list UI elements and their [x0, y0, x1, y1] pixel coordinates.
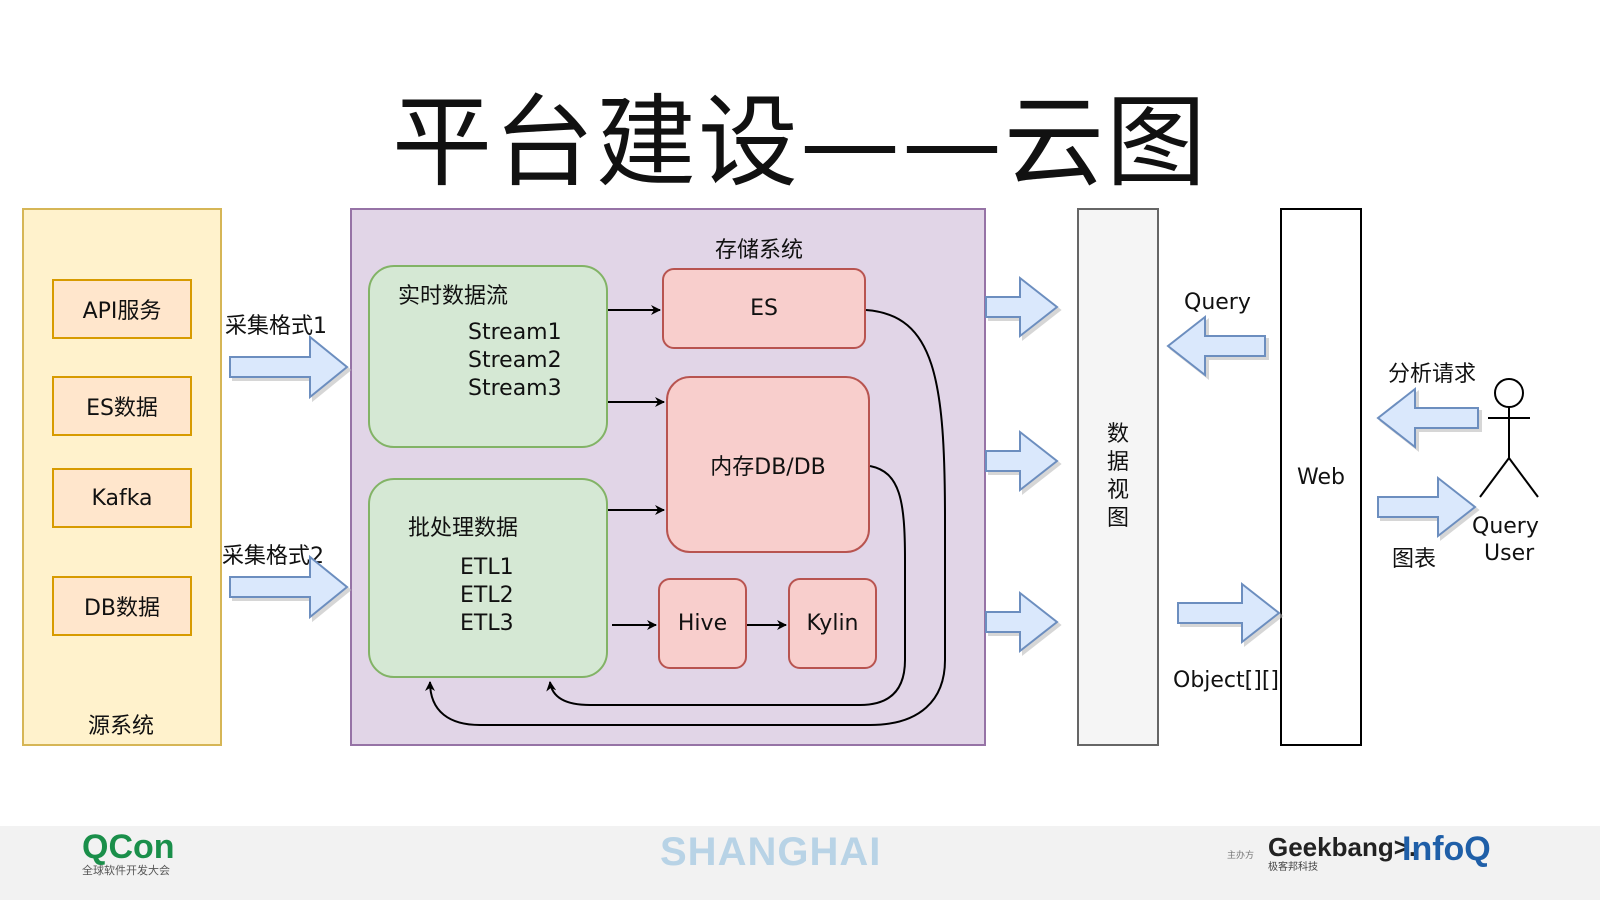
infoq-logo: InfoQ — [1402, 830, 1491, 868]
object-label: Object[][] — [1173, 668, 1279, 693]
hive-box: Hive — [658, 578, 747, 669]
memory-db-box: 内存DB/DB — [666, 376, 870, 553]
kylin-box: Kylin — [788, 578, 877, 669]
query-arrow — [1166, 314, 1266, 378]
storage-to-view-arrow-1 — [985, 275, 1059, 339]
batch-data-box — [368, 478, 608, 678]
geekbang-logo: Geekbang>. — [1268, 832, 1417, 862]
source-item-api: API服务 — [52, 279, 192, 339]
data-view-char-4: 图 — [1106, 506, 1129, 531]
realtime-stream-2: Stream2 — [468, 348, 562, 373]
geekbang-subtitle: 极客邦科技 — [1268, 862, 1318, 873]
charts-arrow — [1377, 475, 1477, 539]
collect-arrow-2 — [229, 554, 349, 620]
data-view-char-2: 据 — [1106, 450, 1129, 475]
user-label: User — [1484, 541, 1535, 566]
realtime-stream-3: Stream3 — [468, 376, 562, 401]
page-title: 平台建设——云图 — [392, 84, 1208, 201]
memdb-feedback-connector — [546, 465, 906, 706]
es-box: ES — [662, 268, 866, 349]
data-view-char-3: 视 — [1106, 478, 1129, 503]
source-item-es: ES数据 — [52, 376, 192, 436]
user-query-label: Query — [1472, 514, 1539, 539]
qcon-logo: QCon — [82, 828, 175, 866]
web-column: Web — [1280, 208, 1362, 746]
analysis-request-arrow — [1376, 386, 1479, 450]
source-system-caption: 源系统 — [88, 714, 155, 739]
collect-format-2-label: 采集格式2 — [222, 544, 324, 569]
source-item-db: DB数据 — [52, 576, 192, 636]
user-stick-figure — [1479, 378, 1539, 498]
batch-etl-1: ETL1 — [460, 555, 514, 580]
storage-system-caption: 存储系统 — [715, 238, 804, 263]
realtime-stream-box — [368, 265, 608, 448]
analysis-request-label: 分析请求 — [1388, 362, 1477, 387]
organizer-label: 主办方 — [1227, 851, 1255, 861]
realtime-stream-title: 实时数据流 — [398, 284, 509, 309]
storage-to-view-arrow-2 — [985, 429, 1059, 493]
collect-format-1-label: 采集格式1 — [225, 314, 327, 339]
realtime-stream-1: Stream1 — [468, 320, 562, 345]
data-view-column: 数 据 视 图 — [1077, 208, 1159, 746]
footer-bar — [0, 826, 1600, 900]
data-view-char-1: 数 — [1106, 422, 1129, 447]
web-label: Web — [1297, 464, 1345, 490]
batch-etl-3: ETL3 — [460, 611, 514, 636]
source-item-kafka: Kafka — [52, 468, 192, 528]
query-label: Query — [1184, 290, 1251, 315]
batch-data-title: 批处理数据 — [408, 516, 519, 541]
storage-to-view-arrow-3 — [985, 590, 1059, 654]
qcon-subtitle: 全球软件开发大会 — [82, 864, 170, 877]
city-banner: SHANGHAI — [660, 830, 882, 874]
batch-etl-2: ETL2 — [460, 583, 514, 608]
object-arrow — [1177, 581, 1281, 645]
collect-arrow-1 — [229, 334, 349, 400]
charts-label: 图表 — [1392, 547, 1437, 572]
es-feedback-connector — [425, 309, 946, 726]
